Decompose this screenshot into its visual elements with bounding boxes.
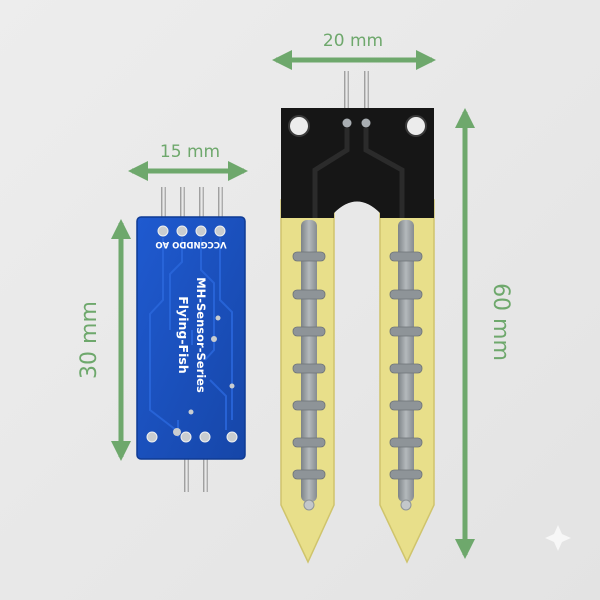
- dimension-label-60mm: 60 mm: [488, 283, 513, 361]
- module-brand-label: Flying-Fish: [176, 296, 191, 373]
- module-top-pins: [161, 187, 223, 221]
- probe-right-trace: [398, 220, 414, 502]
- dimension-module-height: 30 mm: [77, 219, 131, 461]
- sparkle-icon: [545, 525, 571, 551]
- dimension-module-width: 15 mm: [128, 142, 248, 181]
- dimension-label-20mm: 20 mm: [323, 31, 383, 51]
- module-series-label: MH-Sensor-Series: [194, 277, 208, 393]
- probe-head: [281, 108, 434, 218]
- module-bottom-pads: [146, 431, 238, 443]
- soil-probe: [280, 71, 435, 564]
- module-pin-label: VCCGNDDO AO: [155, 239, 226, 249]
- probe-mount-hole-left: [288, 115, 310, 137]
- dimension-probe-length: 60 mm: [455, 108, 513, 559]
- module-top-pads: [157, 225, 226, 237]
- module-bottom-pins: [184, 456, 208, 492]
- probe-left-trace: [301, 220, 317, 502]
- probe-mount-hole-right: [405, 115, 427, 137]
- comparator-module: VCCGNDDO AO MH-Sensor-Series Flying-Fish: [136, 187, 246, 492]
- module-vias: [173, 315, 235, 436]
- dimension-label-15mm: 15 mm: [160, 142, 220, 162]
- dimension-probe-width: 20 mm: [272, 31, 436, 70]
- dimension-label-30mm: 30 mm: [77, 301, 102, 379]
